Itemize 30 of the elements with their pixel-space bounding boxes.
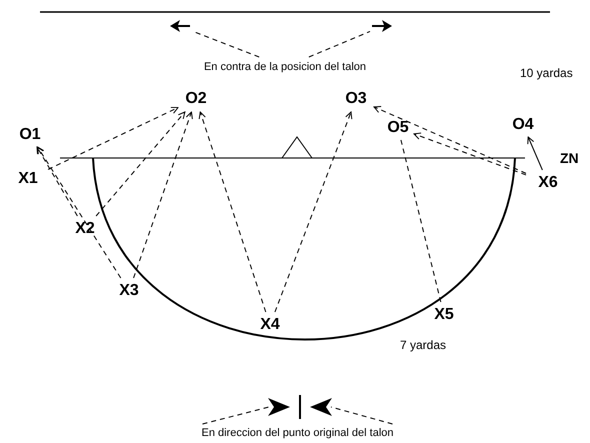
arrow xyxy=(198,112,266,312)
arrow xyxy=(96,112,186,216)
leader-line xyxy=(202,406,270,424)
player-label: X3 xyxy=(110,280,148,302)
leader-line xyxy=(400,140,442,302)
arrow xyxy=(274,112,352,312)
field-note: 7 yardas xyxy=(400,338,446,352)
player-label: X5 xyxy=(424,304,464,326)
leader-line xyxy=(308,30,370,58)
arrow xyxy=(414,132,526,176)
player-label: X2 xyxy=(66,218,104,240)
caption: En direccion del punto original del talon xyxy=(130,425,465,441)
player-label: O3 xyxy=(340,88,372,110)
player-label: X1 xyxy=(10,168,46,190)
arrow xyxy=(133,112,193,278)
player-label: O5 xyxy=(384,118,412,138)
field-note: 10 yardas xyxy=(520,66,573,80)
player-label: X4 xyxy=(250,314,290,336)
arrow xyxy=(527,136,543,170)
player-label: O1 xyxy=(18,125,42,145)
arrow xyxy=(374,106,526,174)
player-label: O4 xyxy=(508,115,538,135)
player-label: O2 xyxy=(180,88,212,110)
leader-line xyxy=(330,406,393,424)
caption: En contra de la posicion del talon xyxy=(140,59,430,75)
arrow xyxy=(36,146,78,216)
player-label: X6 xyxy=(528,172,568,194)
arrow xyxy=(48,106,178,170)
arrow xyxy=(37,146,122,278)
field-note: ZN xyxy=(560,150,579,166)
